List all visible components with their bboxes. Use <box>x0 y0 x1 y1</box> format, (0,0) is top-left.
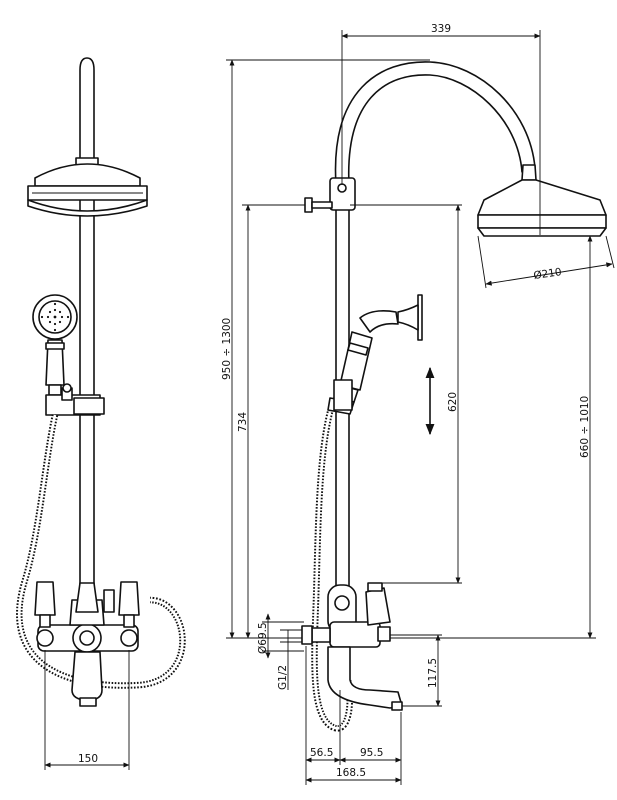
dim-bottom-group: 56.5 95.5 168.5 <box>305 646 402 785</box>
dim-connector-diameter-label: Ø69.5 <box>257 622 269 654</box>
dim-thread: G1/2 <box>277 629 302 690</box>
dim-connector-diameter: Ø69.5 <box>257 613 304 659</box>
dim-thread-label: G1/2 <box>277 665 289 690</box>
front-view: 150 <box>16 57 186 770</box>
side-hand-shower-holder <box>397 294 423 341</box>
dim-head-diameter-label: Ø210 <box>533 266 563 282</box>
dim-rail-height: 734 <box>237 204 305 639</box>
front-shower-head <box>27 157 148 217</box>
dim-total-depth-label: 168.5 <box>336 767 366 779</box>
side-bath-mixer <box>301 582 403 711</box>
dim-slide-range: 620 <box>350 204 462 584</box>
dim-rail-height-label: 734 <box>237 412 249 432</box>
dim-spout-height: 117.5 <box>390 634 442 707</box>
dim-spout-reach-label: 95.5 <box>360 747 383 759</box>
front-hose <box>16 414 186 689</box>
dim-inlet-offset-label: 56.5 <box>310 747 333 759</box>
dim-total-height-label: 950 ÷ 1300 <box>221 318 233 380</box>
front-riser-pipe <box>79 57 95 616</box>
dim-total-height: 950 ÷ 1300 <box>221 59 430 639</box>
dim-width-top: 339 <box>341 23 541 235</box>
dim-slide-range-label: 620 <box>447 392 459 412</box>
side-gooseneck-arm <box>334 61 536 186</box>
dim-inlet-spacing: 150 <box>44 650 130 770</box>
dim-head-diameter: Ø210 <box>477 235 615 289</box>
dim-width-top-label: 339 <box>431 23 451 35</box>
front-bath-mixer <box>34 581 140 707</box>
side-hose <box>311 411 353 732</box>
dim-head-height-label: 660 ÷ 1010 <box>579 396 591 458</box>
side-view: Ø210 <box>221 23 615 785</box>
dim-head-height: 660 ÷ 1010 <box>390 235 596 639</box>
side-shower-head <box>477 164 607 237</box>
dim-spout-height-label: 117.5 <box>427 658 439 688</box>
side-top-connector <box>329 177 356 211</box>
side-wall-bracket <box>304 197 313 213</box>
front-hand-shower <box>32 294 105 416</box>
dim-inlet-spacing-label: 150 <box>78 753 98 765</box>
